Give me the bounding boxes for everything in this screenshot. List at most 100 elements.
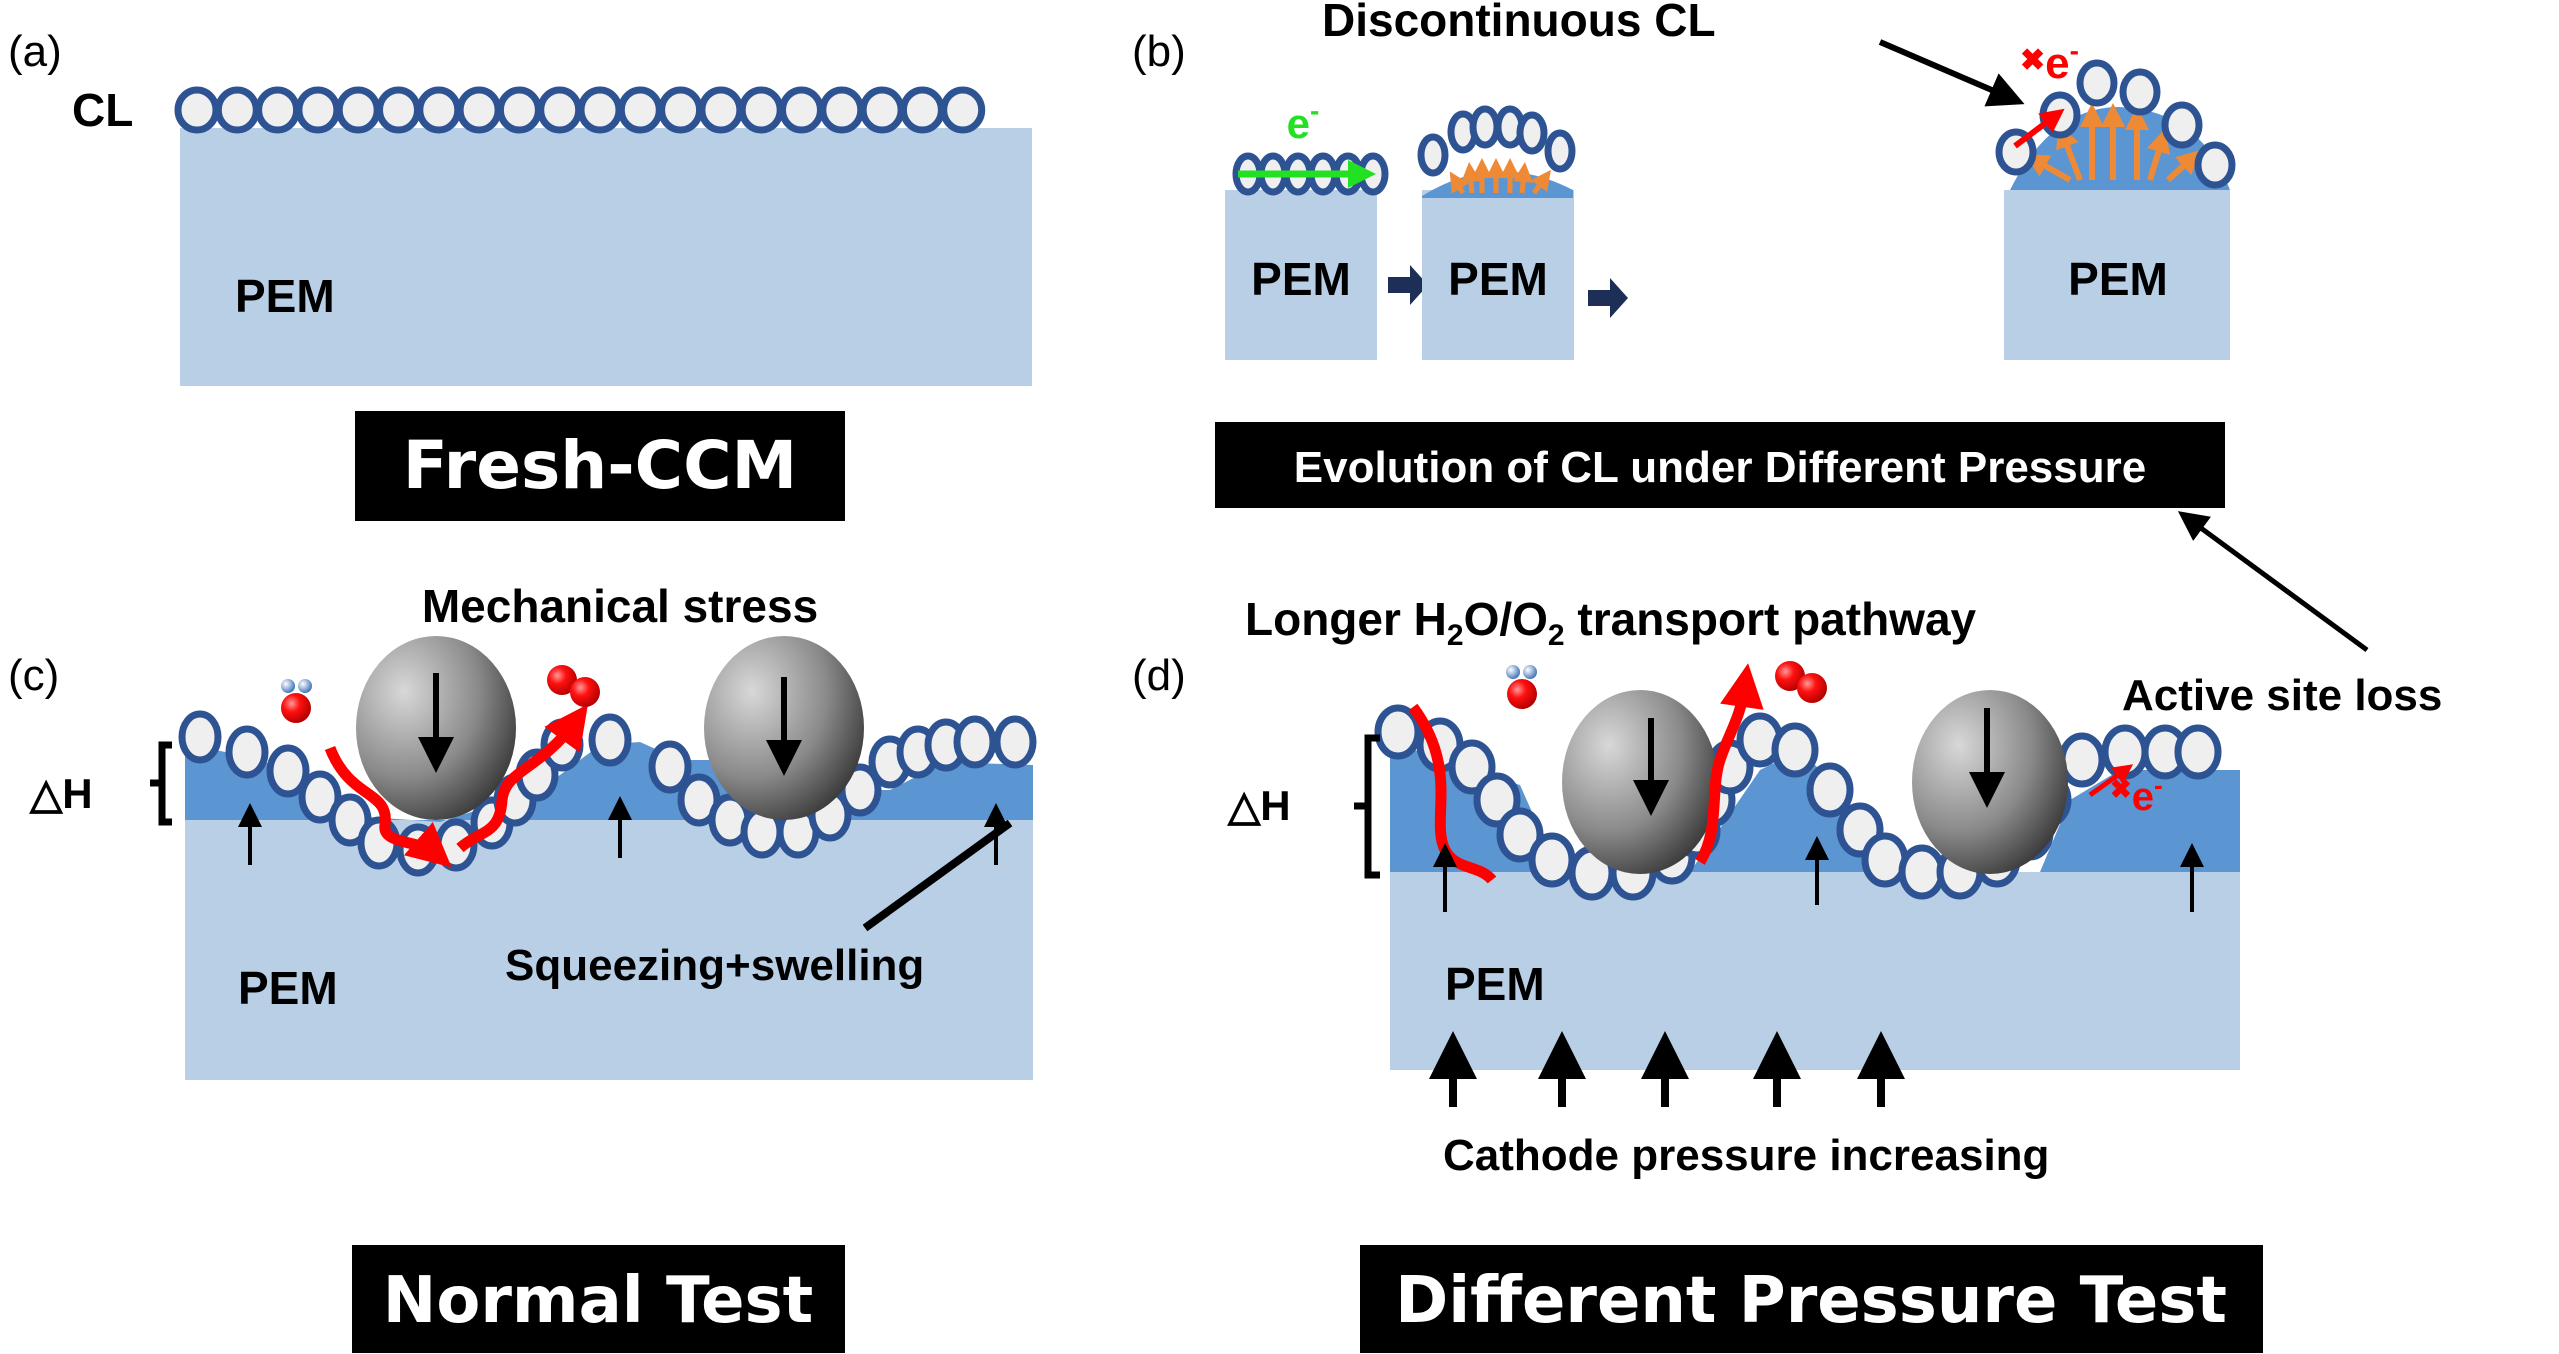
catalyst-particle (225, 725, 269, 779)
banner-normal-test-text: Normal Test (383, 1264, 813, 1338)
catalyst-layer (174, 86, 986, 134)
catalyst-particle (617, 86, 663, 134)
blocked-electron-arrow (2013, 108, 2065, 149)
swelling-arrow (1460, 162, 1481, 194)
catalyst-particle (859, 86, 905, 134)
pem-label: PEM (1251, 253, 1351, 305)
mechanical-stress-title: Mechanical stress (422, 580, 818, 632)
catalyst-particle (174, 86, 220, 134)
swelling-arrow (1531, 169, 1551, 195)
catalyst-particle (658, 86, 704, 134)
banner-evolution-text: Evolution of CL under Different Pressure (1294, 443, 2146, 492)
catalyst-particle (335, 86, 381, 134)
catalyst-particle (1417, 133, 1449, 177)
panel-d-label: (d) (1132, 651, 1186, 700)
swelling-arrows (2024, 103, 2201, 183)
blocked-electron-label: ✖e- (2110, 770, 2163, 819)
blocked-electron-label: ✖e- (2020, 35, 2079, 88)
catalyst-particle (993, 715, 1037, 769)
oxygen-transport-arrow (1695, 663, 1764, 865)
catalyst-particle (214, 86, 260, 134)
catalyst-particle (1473, 772, 1521, 828)
delta-h-label: △H (1227, 782, 1291, 829)
gdl-fiber (1562, 690, 1718, 874)
catalyst-particle (1771, 722, 1819, 778)
catalyst-particle (298, 770, 342, 824)
panel-b-label: (b) (1132, 27, 1186, 76)
catalyst-particle (1806, 762, 1854, 818)
pem-stage-3 (2004, 190, 2230, 360)
swelling-arrow (1513, 162, 1534, 194)
catalyst-particle (738, 86, 784, 134)
pointer-line (862, 819, 1013, 932)
pem-label: PEM (238, 962, 338, 1014)
catalyst-particle (456, 86, 502, 134)
catalyst-particle (1357, 152, 1389, 196)
panel-a: (a) CL PEM Fresh-CCM (8, 27, 1032, 521)
cathode-pressure-arrows (1429, 1031, 1905, 1107)
blocked-electron-arrow (2088, 764, 2134, 798)
panel-a-label: (a) (8, 27, 62, 76)
catalyst-particle (2161, 101, 2203, 149)
water-molecule-icon (281, 679, 312, 723)
catalyst-particle (698, 86, 744, 134)
swelling-arrow (2165, 149, 2201, 183)
cl-label: CL (72, 84, 133, 136)
catalyst-particle (2076, 59, 2118, 107)
banner-fresh-ccm (355, 411, 845, 521)
water-transport-arrow (1408, 703, 1497, 884)
discontinuous-cl-annotation: Discontinuous CL (1322, 0, 1716, 46)
pointer-arrow (1878, 39, 2025, 107)
thickness-bracket (1354, 734, 1380, 879)
oxygen-transport-arrow (456, 704, 588, 853)
catalyst-particle (2101, 724, 2149, 780)
catalyst-particle (416, 86, 462, 134)
catalyst-particle (2194, 141, 2236, 189)
catalyst-particle (2174, 724, 2222, 780)
banner-normal-test (352, 1245, 845, 1353)
pem-label: PEM (1445, 958, 1545, 1010)
banner-evolution (1215, 422, 2225, 508)
catalyst-particle (295, 86, 341, 134)
panel-c: (c) Mechanical stress △H PEM Squeezing+s… (8, 580, 1037, 1353)
thickness-bracket (150, 741, 172, 826)
catalyst-particle (577, 86, 623, 134)
pem-membrane (185, 820, 1033, 1080)
catalyst-particle (2058, 732, 2106, 788)
catalyst-particle (178, 710, 222, 764)
banner-different-pressure-test (1360, 1245, 2263, 1353)
catalyst-particle (1898, 844, 1946, 900)
catalyst-layer (1374, 704, 2222, 901)
pem-membrane (180, 128, 1032, 386)
active-site-loss-annotation: Active site loss (2122, 671, 2442, 720)
water-transport-arrow (324, 745, 452, 868)
catalyst-particle (1544, 129, 1576, 173)
oxygen-molecule-icon (1775, 661, 1827, 703)
catalyst-particle (255, 86, 301, 134)
step-arrow-icon (1388, 265, 1428, 305)
catalyst-particle (1528, 832, 1576, 888)
catalyst-particle (899, 86, 945, 134)
catalyst-particle (779, 86, 824, 134)
pem-label: PEM (1448, 253, 1548, 305)
squeezing-swelling-annotation: Squeezing+swelling (505, 941, 924, 990)
catalyst-particle (940, 86, 986, 134)
catalyst-particle (537, 86, 583, 134)
pem-label: PEM (2068, 253, 2168, 305)
catalyst-particle (376, 86, 421, 134)
catalyst-particle (1516, 111, 1548, 155)
swelling-arrow (1449, 171, 1469, 195)
catalyst-particle (266, 744, 310, 798)
catalyst-particle (2039, 91, 2081, 139)
catalyst-particle (648, 740, 692, 794)
step-arrow-icon (1588, 278, 1628, 318)
panel-c-label: (c) (8, 651, 59, 700)
catalyst-particle (819, 86, 865, 134)
pem-label: PEM (235, 270, 335, 322)
catalyst-particle (328, 793, 372, 847)
catalyst-particle (2119, 68, 2161, 116)
transport-pathway-title: Longer H2O/O2 transport pathway (1245, 593, 1977, 652)
oxygen-molecule-icon (547, 665, 600, 707)
swelling-arrow (2056, 123, 2083, 182)
